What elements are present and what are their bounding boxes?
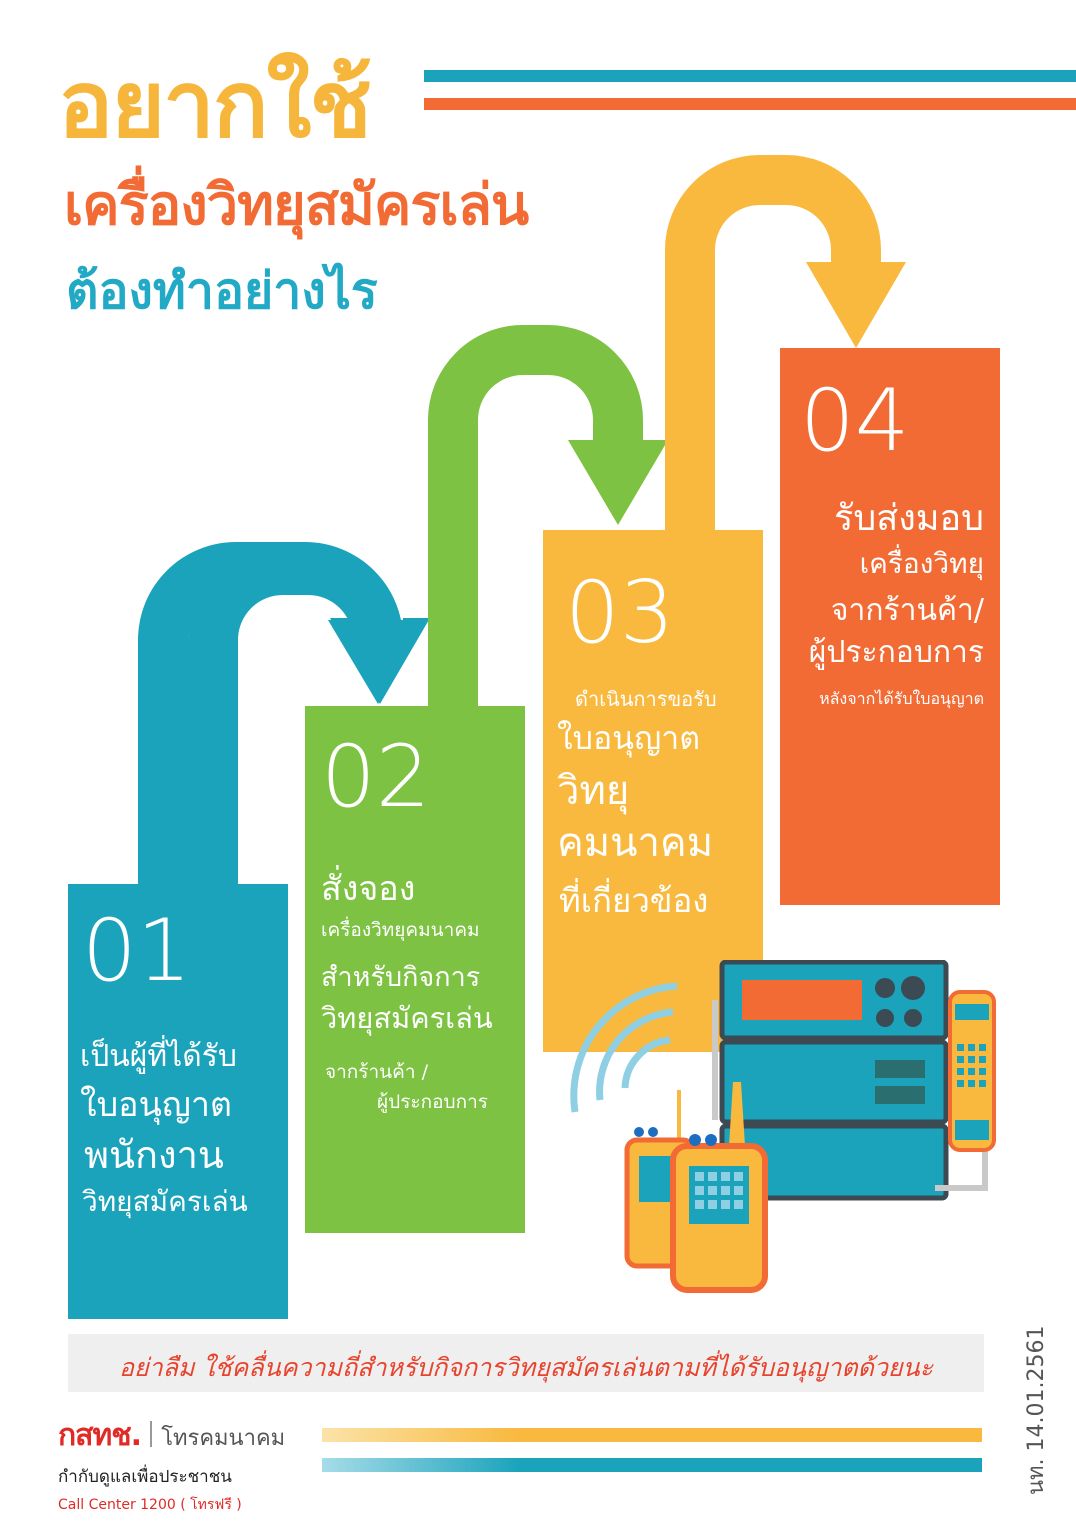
call-center: Call Center 1200 ( โทรฟรี ) xyxy=(58,1497,242,1513)
step-01-number: 01 xyxy=(82,901,192,1001)
step-04-note: หลังจากได้รับใบอนุญาต xyxy=(819,689,984,708)
step-04-line-1: รับส่งมอบ xyxy=(834,498,984,539)
step-04-line-2: เครื่องวิทยุ xyxy=(859,547,984,580)
title-line-1: อยากใช้ xyxy=(58,51,372,158)
step-02-note-2: ผู้ประกอบการ xyxy=(377,1091,488,1113)
step-02-heading: สั่งจอง xyxy=(321,869,416,909)
footer-yellow-bar xyxy=(322,1428,982,1442)
step-02-card: 02 สั่งจอง เครื่องวิทยุคมนาคม สำหรับกิจก… xyxy=(305,706,525,1233)
step-03-line-2: ใบอนุญาต xyxy=(557,719,701,757)
footer-teal-bar xyxy=(322,1458,982,1472)
logo-sub: โทรคมนาคม xyxy=(161,1426,286,1451)
step-03-line-3: วิทยุ xyxy=(557,768,630,814)
logo-tagline: กำกับดูแลเพื่อประชาชน xyxy=(58,1467,232,1487)
logo-text: กสทช. xyxy=(58,1418,142,1453)
step-02-line-3: สำหรับกิจการ xyxy=(321,962,481,993)
step-02-note-1: จากร้านค้า / xyxy=(325,1061,428,1083)
step-04-line-4: ผู้ประกอบการ xyxy=(808,635,984,670)
step-04-number: 04 xyxy=(800,371,910,471)
header-teal-bar xyxy=(424,70,1076,82)
header-orange-bar xyxy=(424,98,1076,110)
step-01-line-4: วิทยุสมัครเล่น xyxy=(82,1185,248,1218)
radio-equipment-icon xyxy=(570,960,996,1293)
nbtc-logo: กสทช. โทรคมนาคม กำกับดูแลเพื่อประชาชน Ca… xyxy=(58,1412,285,1516)
step-02-line-4: วิทยุสมัครเล่น xyxy=(321,1001,493,1035)
step-01-line-3: พนักงาน xyxy=(84,1133,224,1177)
step-04-line-3: จากร้านค้า/ xyxy=(830,593,984,628)
version-code: นท. 14.01.2561 xyxy=(1024,1325,1049,1496)
step-02-number: 02 xyxy=(321,727,431,827)
logo-divider xyxy=(150,1421,153,1447)
reminder-text: อย่าลืม ใช้คลื่นความถี่สำหรับกิจการวิทยุ… xyxy=(118,1353,934,1382)
step-03-small: ดำเนินการขอรับ xyxy=(575,687,717,711)
title-line-2: เครื่องวิทยุสมัครเล่น xyxy=(64,173,529,238)
step-03-line-5: ที่เกี่ยวข้อง xyxy=(559,881,709,920)
step-01-card: 01 เป็นผู้ที่ได้รับ ใบอนุญาต พนักงาน วิท… xyxy=(68,884,288,1319)
step-04-card: 04 รับส่งมอบ เครื่องวิทยุ จากร้านค้า/ ผู… xyxy=(780,348,1000,905)
step-01-line-2: ใบอนุญาต xyxy=(80,1085,232,1125)
step-03-line-4: คมนาคม xyxy=(557,820,714,866)
step-01-line-1: เป็นผู้ที่ได้รับ xyxy=(80,1039,237,1074)
title-line-3: ต้องทำอย่างไร xyxy=(66,262,378,320)
step-02-sub: เครื่องวิทยุคมนาคม xyxy=(321,919,480,941)
reminder-banner: อย่าลืม ใช้คลื่นความถี่สำหรับกิจการวิทยุ… xyxy=(68,1334,984,1392)
step-03-number: 03 xyxy=(565,563,675,663)
